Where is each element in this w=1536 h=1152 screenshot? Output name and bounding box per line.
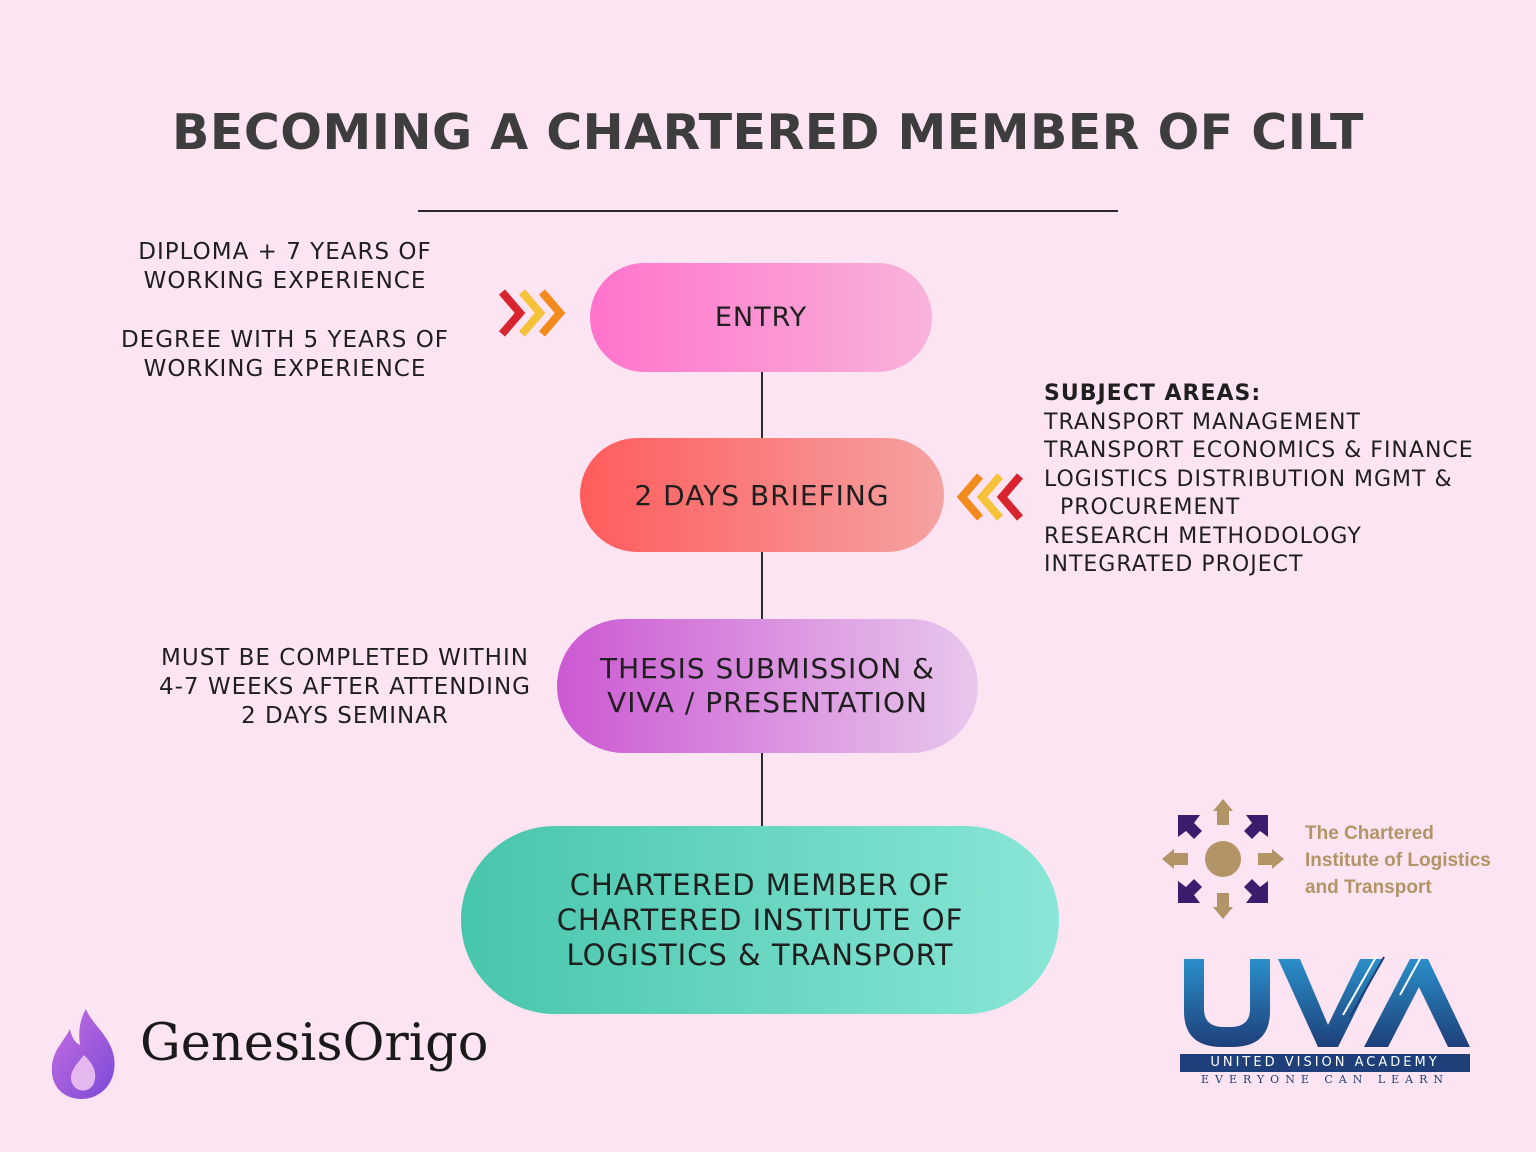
thesis-note-line: 4-7 WEEKS AFTER ATTENDING <box>158 674 531 700</box>
subject-item-continuation: PROCUREMENT <box>1060 495 1241 520</box>
entry-requirement-line: DEGREE WITH 5 YEARS OF <box>120 327 450 353</box>
entry-requirement-diploma: DIPLOMA + 7 YEARS OF WORKING EXPERIENCE <box>100 238 470 296</box>
uva-tagline: EVERYONE CAN LEARN <box>1200 1073 1450 1086</box>
title-divider <box>418 210 1118 212</box>
chevron-right-arrows-icon <box>498 289 566 337</box>
entry-requirement-line: WORKING EXPERIENCE <box>143 268 427 294</box>
subject-areas: SUBJECT AREAS: TRANSPORT MANAGEMENT TRAN… <box>1044 380 1534 580</box>
cilt-wordmark-line: and Transport <box>1305 877 1432 898</box>
cilt-wordmark-line: The Chartered <box>1305 823 1434 844</box>
connector-entry-briefing <box>761 372 763 438</box>
step-entry: ENTRY <box>590 263 932 372</box>
step-thesis: THESIS SUBMISSION & VIVA / PRESENTATION <box>557 619 978 753</box>
step-briefing: 2 DAYS BRIEFING <box>580 438 944 552</box>
cilt-wordmark: The Chartered Institute of Logistics and… <box>1305 820 1535 901</box>
cilt-logo-icon <box>1162 799 1284 919</box>
subject-item: TRANSPORT ECONOMICS & FINANCE <box>1044 438 1474 463</box>
subject-item: RESEARCH METHODOLOGY <box>1044 523 1362 549</box>
thesis-note-line: MUST BE COMPLETED WITHIN <box>161 645 529 671</box>
thesis-note-line: 2 DAYS SEMINAR <box>241 703 449 729</box>
entry-requirement-line: DIPLOMA + 7 YEARS OF <box>138 239 432 265</box>
connector-briefing-thesis <box>761 552 763 619</box>
subject-item: LOGISTICS DISTRIBUTION MGMT & <box>1044 466 1453 492</box>
genesis-origo-wordmark: GenesisOrigo <box>140 1014 489 1073</box>
thesis-deadline-note: MUST BE COMPLETED WITHIN 4-7 WEEKS AFTER… <box>140 644 550 731</box>
subject-areas-heading: SUBJECT AREAS: <box>1044 381 1262 406</box>
uva-logo-icon <box>1184 955 1470 1047</box>
entry-requirement-line: WORKING EXPERIENCE <box>143 356 427 382</box>
step-chartered-member: CHARTERED MEMBER OF CHARTERED INSTITUTE … <box>461 826 1059 1014</box>
subject-item: INTEGRATED PROJECT <box>1044 552 1304 577</box>
chevron-left-arrows-icon <box>956 473 1024 521</box>
page-title: BECOMING A CHARTERED MEMBER OF CILT <box>172 104 1364 161</box>
uva-name-banner: UNITED VISION ACADEMY <box>1180 1054 1470 1072</box>
flame-icon <box>51 1009 115 1099</box>
subject-item: TRANSPORT MANAGEMENT <box>1044 409 1361 435</box>
entry-requirement-degree: DEGREE WITH 5 YEARS OF WORKING EXPERIENC… <box>100 326 470 384</box>
cilt-wordmark-line: Institute of Logistics <box>1305 850 1491 871</box>
connector-thesis-chartered <box>761 753 763 826</box>
